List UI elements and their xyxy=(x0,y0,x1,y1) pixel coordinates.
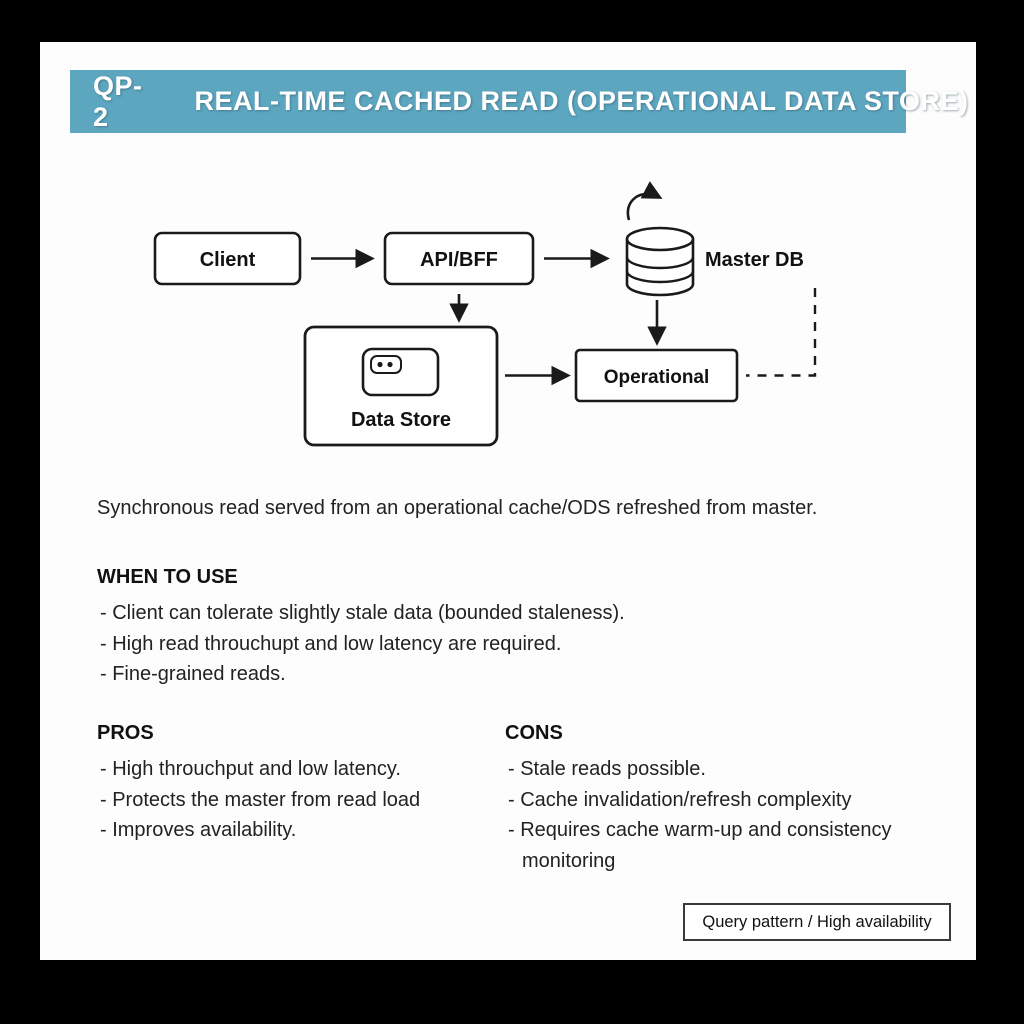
summary-text: Synchronous read served from an operatio… xyxy=(97,497,818,519)
page-title: REAL-TIME CACHED READ (OPERATIONAL DATA … xyxy=(194,86,969,116)
list-item: - High throuchput and low latency. xyxy=(100,758,401,780)
dashed-link-masterdb-operational xyxy=(746,288,817,377)
when-to-use-list: - Client can tolerate slightly stale dat… xyxy=(100,598,800,690)
master-db-label: Master DB xyxy=(705,249,804,271)
cache-card-icon xyxy=(361,347,440,397)
list-item: - Protects the master from read load xyxy=(100,788,421,811)
content-card: QP-2 REAL-TIME CACHED READ (OPERATIONAL … xyxy=(40,42,976,960)
refresh-arrow-icon xyxy=(626,181,663,221)
architecture-diagram: Client API/BFF Master DB xyxy=(153,181,817,447)
list-item: - Fine-grained reads. xyxy=(100,663,286,685)
header-bar: QP-2 REAL-TIME CACHED READ (OPERATIONAL … xyxy=(70,70,968,133)
category-badge: Query pattern / High availability xyxy=(683,903,951,941)
database-cylinder-icon xyxy=(625,226,695,297)
client-label: Client xyxy=(200,249,256,271)
list-item: - Stale reads possible. xyxy=(508,758,706,780)
data-store-label: Data Store xyxy=(351,409,451,431)
api-bff-node: API/BFF xyxy=(383,231,535,286)
pros-heading: PROS xyxy=(97,722,154,744)
list-item: - Client can tolerate slightly stale dat… xyxy=(100,602,625,624)
cons-heading: CONS xyxy=(505,722,563,744)
operational-label: Operational xyxy=(604,367,710,388)
pros-list: - High throuchput and low latency. - Pro… xyxy=(100,754,470,846)
list-item: - Improves availability. xyxy=(100,819,297,841)
when-to-use-heading: WHEN TO USE xyxy=(97,566,238,588)
pattern-code: QP-2 xyxy=(93,70,143,132)
list-item: - Requires cache warm-up and consistency… xyxy=(508,819,892,872)
data-store-node: Data Store xyxy=(303,325,499,447)
api-bff-label: API/BFF xyxy=(420,249,498,271)
client-node: Client xyxy=(153,231,302,286)
list-item: - Cache invalidation/refresh complexity xyxy=(508,788,852,811)
list-item: - High read throuchupt and low latency a… xyxy=(100,632,562,655)
cons-list: - Stale reads possible. - Cache invalida… xyxy=(508,754,923,876)
operational-node: Operational xyxy=(574,348,739,403)
